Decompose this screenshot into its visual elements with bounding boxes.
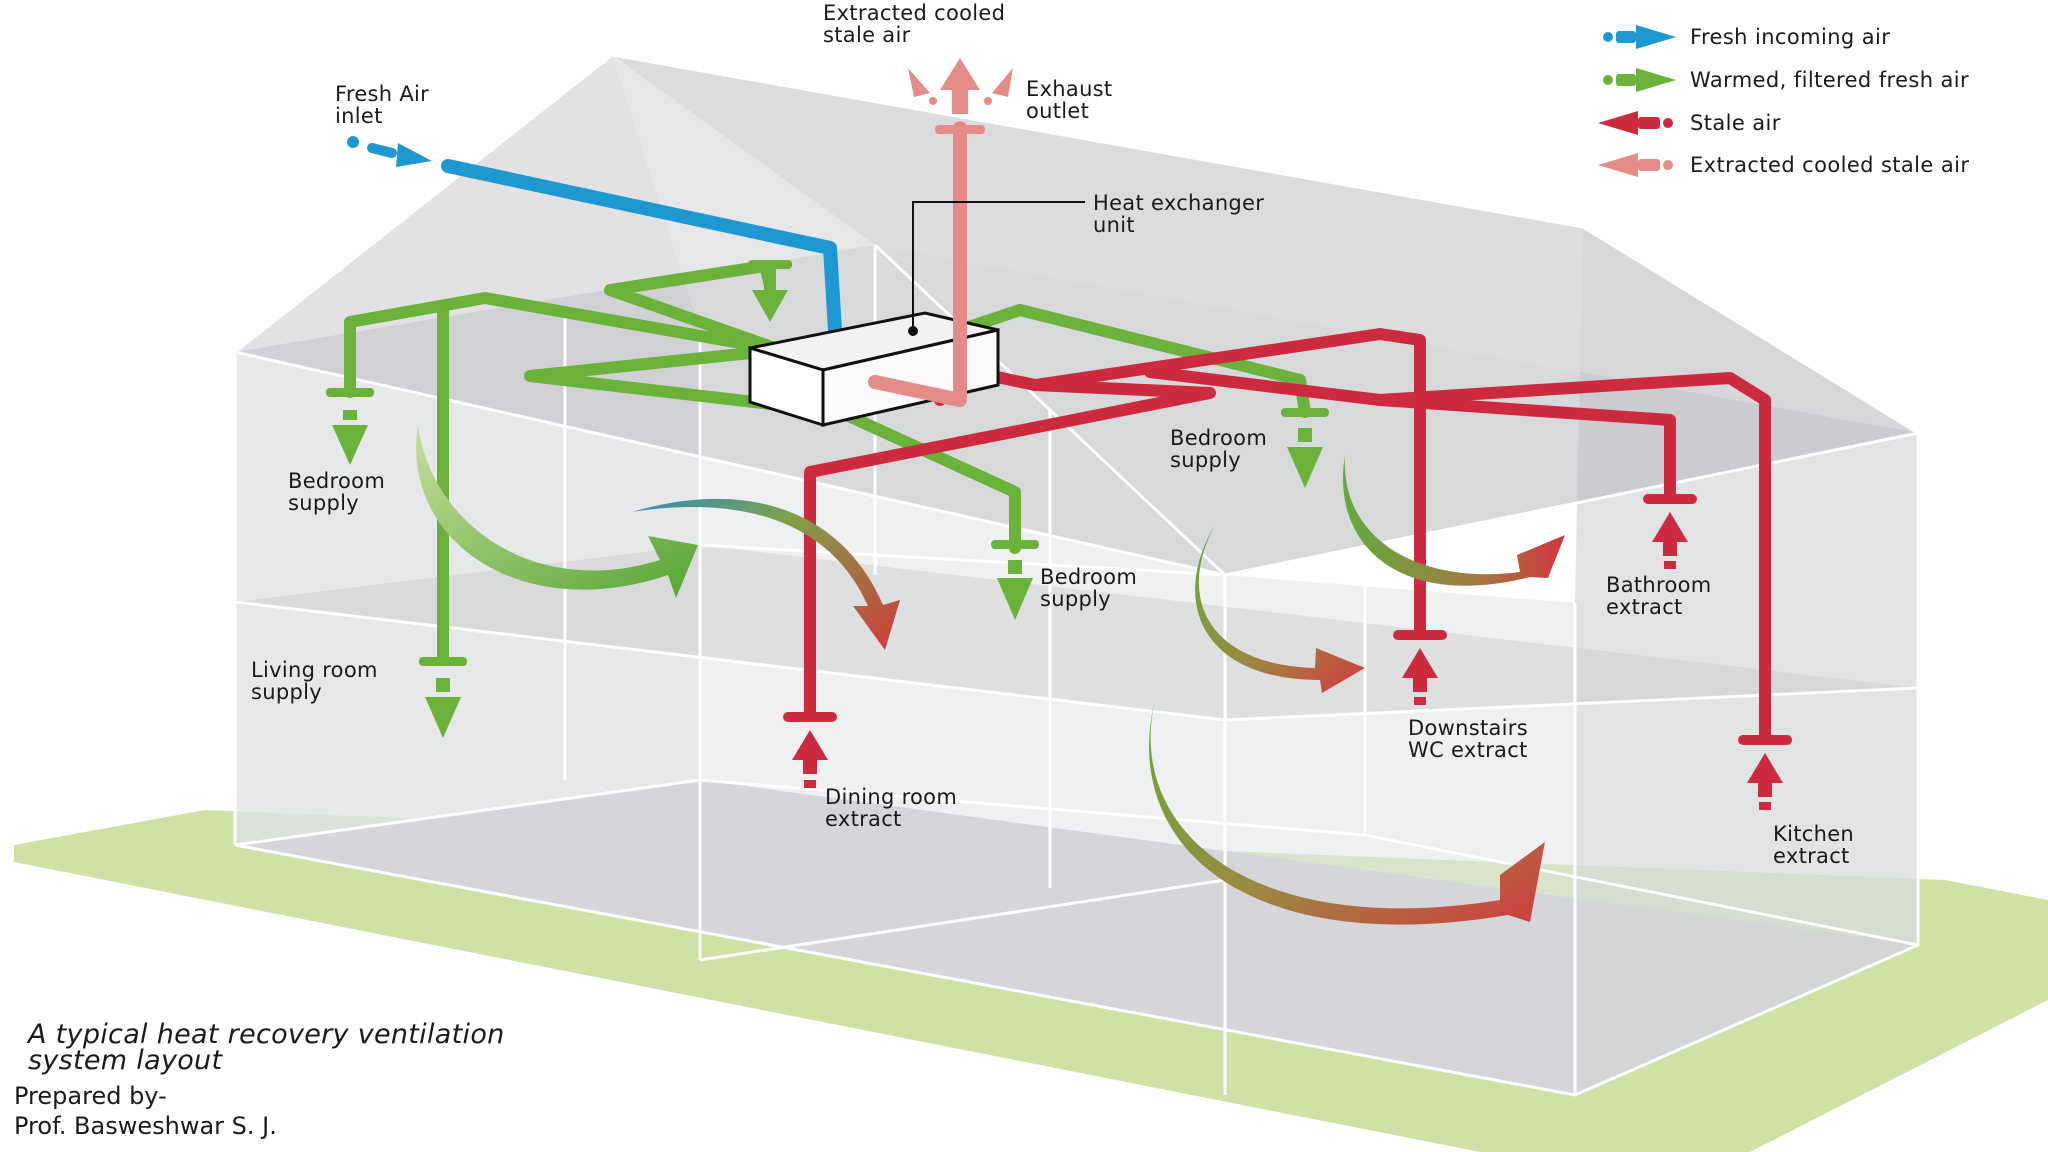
fresh-air-inlet-duct: [347, 136, 842, 337]
airflow-arrows: [416, 425, 1565, 925]
heat-exchanger-leader: [912, 201, 1085, 331]
supply-outlets: [326, 260, 1329, 738]
kitchen-extract-grille: [1738, 735, 1792, 810]
airflow-arrow-first-floor: [1195, 525, 1365, 693]
author-credit: Prepared by-Prof. Basweshwar S. J.: [14, 1082, 277, 1140]
legend-item-warm: Warmed, filtered fresh air: [1603, 68, 1969, 92]
top-supply-arrow: [748, 260, 792, 322]
downstairs-wc-extract-grille: [1393, 630, 1447, 705]
living-room-supply-outlet: [419, 657, 467, 738]
legend-item-stale: Stale air: [1598, 111, 1781, 135]
stale-air-ducts: [804, 328, 1771, 741]
dining-room-extract-grille: [783, 712, 837, 788]
airflow-arrow-ground-floor: [1149, 700, 1545, 925]
legend-item-cooled: Extracted cooled stale air: [1598, 153, 1969, 177]
legend-label-cooled: Extracted cooled stale air: [1690, 153, 1969, 177]
airflow-arrow-living: [416, 425, 698, 598]
legend-label-stale: Stale air: [1690, 111, 1781, 135]
bathroom-extract-grille: [1643, 494, 1697, 569]
legend-label-fresh: Fresh incoming air: [1690, 25, 1890, 49]
legend-item-fresh: Fresh incoming air: [1603, 25, 1890, 49]
bedroom-supply-right-outlet: [1281, 408, 1329, 488]
exhaust-duct: [868, 58, 1013, 407]
airflow-arrow-bathroom: [1342, 455, 1565, 586]
house-structure: [233, 53, 1920, 1097]
legend: Fresh incoming air Warmed, filtered fres…: [1598, 25, 1969, 177]
extract-grilles: [783, 494, 1792, 810]
legend-label-warm: Warmed, filtered fresh air: [1690, 68, 1969, 92]
bedroom-supply-center-outlet: [991, 540, 1039, 620]
bedroom-supply-left-outlet: [326, 388, 374, 465]
